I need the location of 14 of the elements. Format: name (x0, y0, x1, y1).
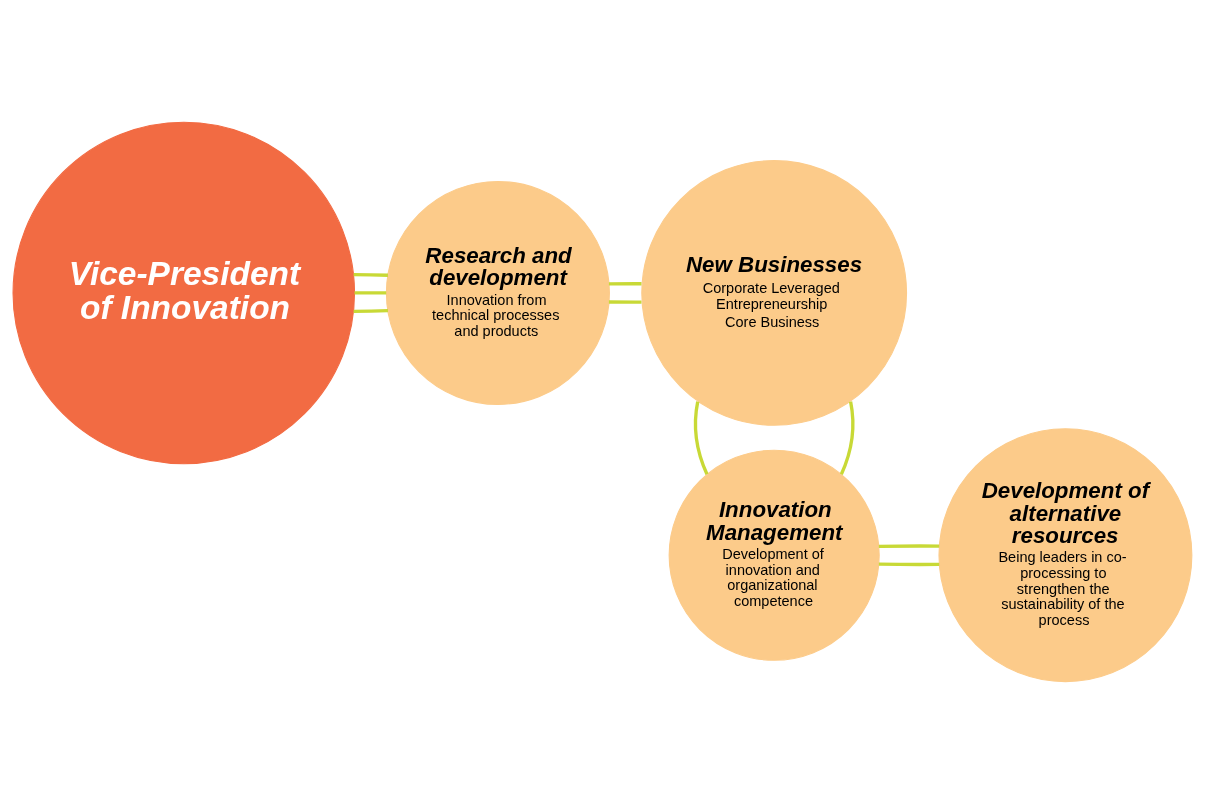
node-circle: New Businesses Corporate Leveraged Entrepreneurship Core Business (641, 159, 908, 426)
connector (608, 281, 642, 286)
connector (353, 308, 388, 313)
connector (878, 543, 940, 548)
connector (839, 400, 855, 475)
node-circle: Vice-President of Innovation (12, 121, 356, 464)
node-circle: Innovation Management Development of innovation and organizational competence (668, 449, 880, 661)
connector (878, 561, 940, 566)
connector (693, 400, 709, 475)
connector (353, 272, 388, 277)
node-circle: Development of alternative resources Being leaders in co-processing to strengthen the sustainability of the process (938, 427, 1193, 682)
node-circle: Research and development Innovation from technical processes and products (385, 180, 610, 405)
connector (354, 290, 387, 295)
connector (608, 299, 642, 304)
